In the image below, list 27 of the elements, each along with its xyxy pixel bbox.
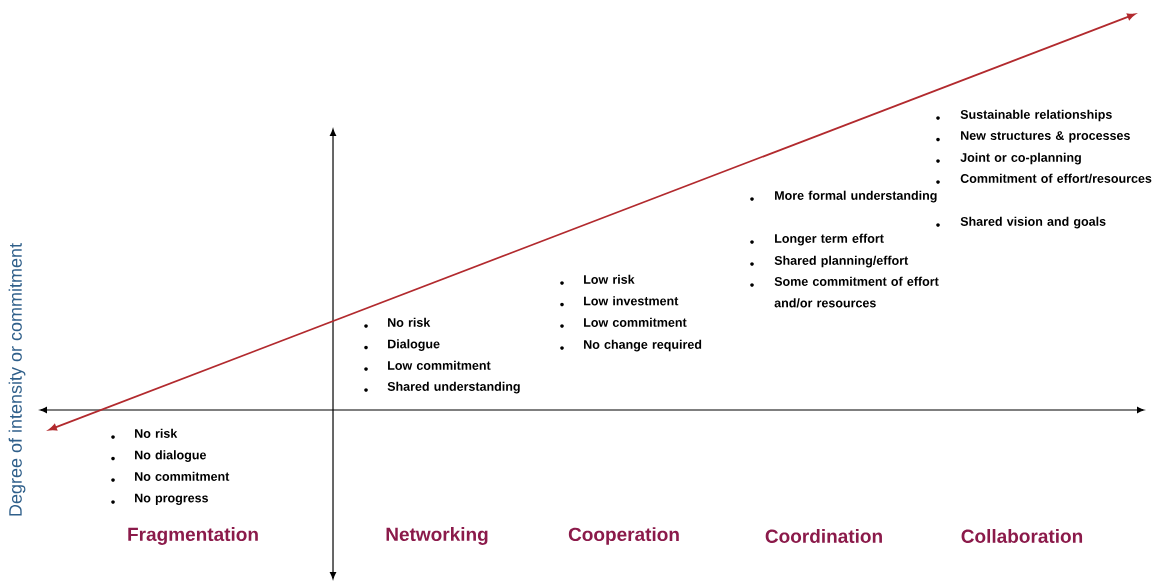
axis-title: Degree of intensity or commitment (8, 243, 26, 516)
stage-name: Coordination (765, 529, 882, 543)
bullet-item: Commitment of effort/resources (960, 173, 1152, 183)
bullet-item: No progress (135, 493, 208, 505)
bullet-item: Shared vision and goals (960, 216, 1106, 229)
bullet-item: More formal understanding (775, 190, 937, 203)
stage-name: Cooperation (568, 527, 679, 545)
bullet-item: Low risk (584, 274, 635, 284)
stage-name: Collaboration (961, 529, 1083, 543)
bullet-item: New structures & processes (961, 131, 1130, 143)
bullet-item: Some commitment of effort and/or resources (774, 276, 939, 308)
bullet-item: No risk (135, 428, 178, 438)
bullet-item: No change required (584, 339, 702, 352)
bullet-item: Shared understanding (387, 381, 520, 394)
bullet-item: Joint or co-planning (960, 152, 1081, 165)
bullet-item: Longer term effort (775, 233, 884, 246)
stage-name: Fragmentation (128, 527, 258, 545)
bullet-item: Shared planning/effort (774, 255, 909, 268)
bullet-item: No commitment (135, 471, 230, 481)
bullet-item: Low commitment (388, 360, 491, 370)
bullet-item: No risk (388, 317, 431, 327)
stage-name: Networking (386, 527, 488, 545)
bullet-item: Dialogue (388, 339, 440, 351)
bullet-item: Low investment (584, 296, 679, 306)
bullet-item: No dialogue (135, 450, 206, 462)
bullet-item: Low commitment (584, 317, 687, 327)
bullet-item: Sustainable relationships (960, 109, 1112, 122)
